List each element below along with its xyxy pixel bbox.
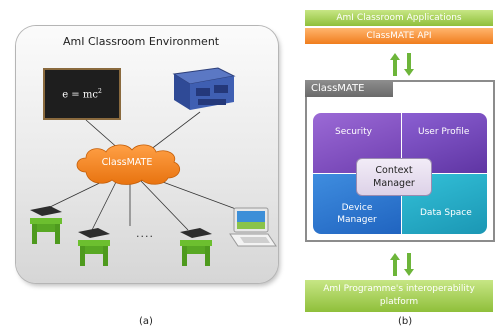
more-desks-ellipsis: ....	[136, 227, 154, 240]
equation-exponent: 2	[97, 87, 102, 95]
cloud-label: ClassMATE	[101, 157, 153, 168]
data-space-label: Data Space	[420, 208, 472, 218]
api-bar: ClassMATE API	[305, 28, 493, 44]
equation-text: e = mc2	[62, 88, 102, 100]
device-manager-line2: Manager	[337, 215, 377, 225]
link-blackboard	[85, 119, 121, 151]
link-laptop	[151, 177, 245, 213]
link-desk4	[139, 179, 189, 231]
equation-base: e = mc	[62, 89, 98, 101]
device-manager-line1: Device	[341, 203, 373, 213]
bidirectional-arrows-icon	[390, 253, 414, 276]
laptop-icon	[229, 207, 277, 247]
student-desk-icon	[30, 206, 62, 244]
context-manager-block: Context Manager	[356, 158, 432, 196]
connection-lines	[49, 111, 245, 231]
link-desk2	[91, 179, 118, 231]
teacher-desk-icon	[172, 67, 236, 110]
link-desk	[149, 111, 201, 151]
student-desk-icon	[78, 228, 110, 266]
applications-bar: AmI Classroom Applications	[305, 10, 493, 26]
student-desk-icon	[180, 228, 212, 266]
caption-b: (b)	[398, 316, 413, 327]
context-manager-line1: Context	[375, 165, 413, 176]
bidirectional-arrows-icon	[390, 53, 414, 76]
caption-a: (a)	[139, 316, 153, 327]
classmate-cloud	[76, 144, 181, 185]
user-profile-label: User Profile	[418, 127, 470, 137]
interoperability-platform-bar: AmI Programme's interoperability platfor…	[305, 280, 493, 312]
interop-line2: platform	[379, 297, 419, 307]
security-label: Security	[335, 127, 372, 137]
interop-line1: AmI Programme's interoperability	[323, 284, 475, 294]
blackboard-icon: e = mc2	[43, 68, 121, 120]
context-manager-line2: Manager	[373, 178, 415, 189]
environment-title: AmI Classroom Environment	[63, 35, 220, 48]
classmate-frame-title: ClassMATE	[305, 80, 393, 97]
